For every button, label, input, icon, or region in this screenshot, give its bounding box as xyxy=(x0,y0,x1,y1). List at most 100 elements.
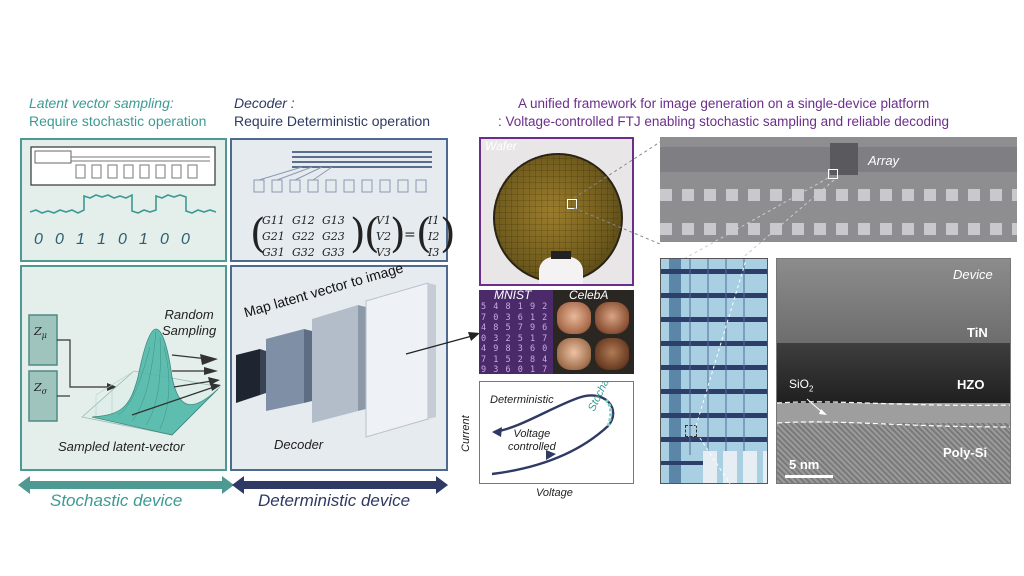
polysi-layer xyxy=(777,423,1010,483)
device-label: Device xyxy=(953,267,993,282)
decoder-layers-diagram xyxy=(236,282,436,438)
matrix-bracket-right: ) xyxy=(350,211,366,257)
bit: 1 xyxy=(97,231,106,248)
wafer-tweezer xyxy=(551,251,571,259)
current-vector: I1 I2 I3 xyxy=(428,214,439,259)
device-arrows xyxy=(18,476,448,494)
output-arrow xyxy=(405,332,480,355)
z-sigma-label: Zσ xyxy=(34,381,47,396)
sio2-text: SiO xyxy=(789,377,810,391)
cell-pads xyxy=(703,451,767,483)
deterministic-device-arrow xyxy=(232,476,448,494)
matrix-bracket-left: ( xyxy=(250,211,266,257)
equals-sign: = xyxy=(404,227,416,243)
matrix-entry: G32 xyxy=(292,246,315,259)
decoder-layer-2 xyxy=(266,329,304,411)
bit: 0 xyxy=(55,231,64,248)
crossbar-panel: ( G11 G12 G13 G21 G22 G23 G31 G32 G33 ) … xyxy=(230,138,456,262)
voltage-vector: V1 V2 V3 xyxy=(376,214,391,259)
deterministic-device-label: Deterministic device xyxy=(258,491,411,510)
iv-hysteresis-curve xyxy=(491,394,615,476)
deterministic-curve-label: Deterministic xyxy=(490,394,554,406)
gaussian-peak xyxy=(91,328,219,436)
hzo-label: HZO xyxy=(957,377,985,392)
matrix-entry: G31 xyxy=(262,246,285,259)
vector-entry: I2 xyxy=(428,230,440,243)
interface-lines xyxy=(777,398,1010,428)
decoder-layer-3 xyxy=(312,305,358,423)
gaussian-sampling-diagram xyxy=(28,314,221,436)
decoder-subtitle: Require Deterministic operation xyxy=(234,113,431,129)
crossbar-array-diagram xyxy=(253,151,432,193)
vector-bracket-left: ( xyxy=(364,211,380,257)
decoder-label: Decoder xyxy=(274,437,324,452)
matrix-entry: G33 xyxy=(322,246,345,259)
bit: 0 xyxy=(34,231,43,248)
array-label: Array xyxy=(868,153,900,168)
scale-bar-label: 5 nm xyxy=(789,457,820,472)
latent-sampling-subtitle: Require stochastic operation xyxy=(29,113,207,129)
array-zoom-box xyxy=(828,169,838,179)
framework-title: A unified framework for image generation… xyxy=(518,96,930,111)
tem-cross-section: Device TiN HZO SiO2 Poly-Si 5 nm xyxy=(776,258,1011,484)
z-mu-subscript: μ xyxy=(41,331,47,341)
stochastic-device-chip-diagram xyxy=(29,146,217,214)
framework-subtitle: : Voltage-controlled FTJ enabling stocha… xyxy=(498,114,950,129)
bit: 0 xyxy=(118,231,127,248)
cell-zoom-box xyxy=(685,425,697,437)
zoom-lines-cell xyxy=(695,259,747,485)
array-pads-bottom xyxy=(660,223,1017,235)
matrix-entry: G22 xyxy=(292,230,315,243)
bit: 0 xyxy=(181,231,190,248)
sio2-subscript: 2 xyxy=(809,384,814,394)
zoom-lines-wafer xyxy=(573,141,661,245)
bit: 0 xyxy=(160,231,169,248)
bit: 1 xyxy=(76,231,85,248)
sio2-layer xyxy=(777,403,1010,423)
vector-entry: I3 xyxy=(428,246,440,259)
celeba-face xyxy=(595,338,629,370)
decoder-layer-4 xyxy=(365,282,429,438)
z-mu-label: Zμ xyxy=(34,325,47,340)
sampled-latent-vector-label: Sampled latent-vector xyxy=(58,439,185,454)
matrix-entry: G12 xyxy=(292,214,315,227)
mnist-label: MNIST xyxy=(494,288,532,302)
latent-sampling-title: Latent vector sampling: xyxy=(29,95,174,111)
tin-layer xyxy=(777,259,1010,343)
wafer-photo: Wafer xyxy=(479,137,634,286)
latent-sampling-panel: Zμ Zσ Random Sampling Sampled latent-vec… xyxy=(20,265,227,471)
polysi-label: Poly-Si xyxy=(943,445,988,460)
decoder-panel: Map latent vector to image Decoder xyxy=(230,260,448,471)
vector-entry: V1 xyxy=(376,214,391,227)
z-mu-symbol: Z xyxy=(34,325,42,338)
hzo-layer xyxy=(777,343,1010,403)
cell-micrograph xyxy=(660,258,768,484)
mnist-samples: 5 4 8 1 9 2 7 0 3 6 1 2 4 8 5 7 9 6 0 3 … xyxy=(479,290,553,374)
matrix-entry: G11 xyxy=(262,214,285,227)
z-sigma-subscript: σ xyxy=(41,387,48,397)
voltage-controlled-label: Voltage controlled xyxy=(508,428,556,453)
current-axis-label: Current xyxy=(460,415,472,452)
wafer-zoom-box xyxy=(567,199,577,209)
celeba-samples xyxy=(553,290,634,374)
matrix-entry: G13 xyxy=(322,214,345,227)
decoder-title: Decoder : xyxy=(234,95,295,111)
crossbar-matrix-equation: ( G11 G12 G13 G21 G22 G23 G31 G32 G33 ) … xyxy=(250,210,456,262)
sio2-label: SiO2 xyxy=(789,377,813,393)
scale-bar xyxy=(785,475,833,478)
stochastic-device-arrow xyxy=(18,476,234,494)
conductance-matrix: G11 G12 G13 G21 G22 G23 G31 G32 G33 xyxy=(262,214,352,259)
array-pads-top xyxy=(660,189,1017,201)
matrix-entry: G23 xyxy=(322,230,345,243)
celeba-face xyxy=(557,338,591,370)
celeba-face xyxy=(595,302,629,334)
wafer-label: Wafer xyxy=(485,139,517,153)
array-photo: Array xyxy=(660,137,1017,242)
mnist-digit-grid: 5 4 8 1 9 2 7 0 3 6 1 2 4 8 5 7 9 6 0 3 … xyxy=(481,302,549,374)
current-bracket-left: ( xyxy=(416,211,432,257)
matrix-entry: G21 xyxy=(262,230,285,243)
vector-entry: V3 xyxy=(376,246,391,259)
decoder-layer-1 xyxy=(236,349,260,403)
